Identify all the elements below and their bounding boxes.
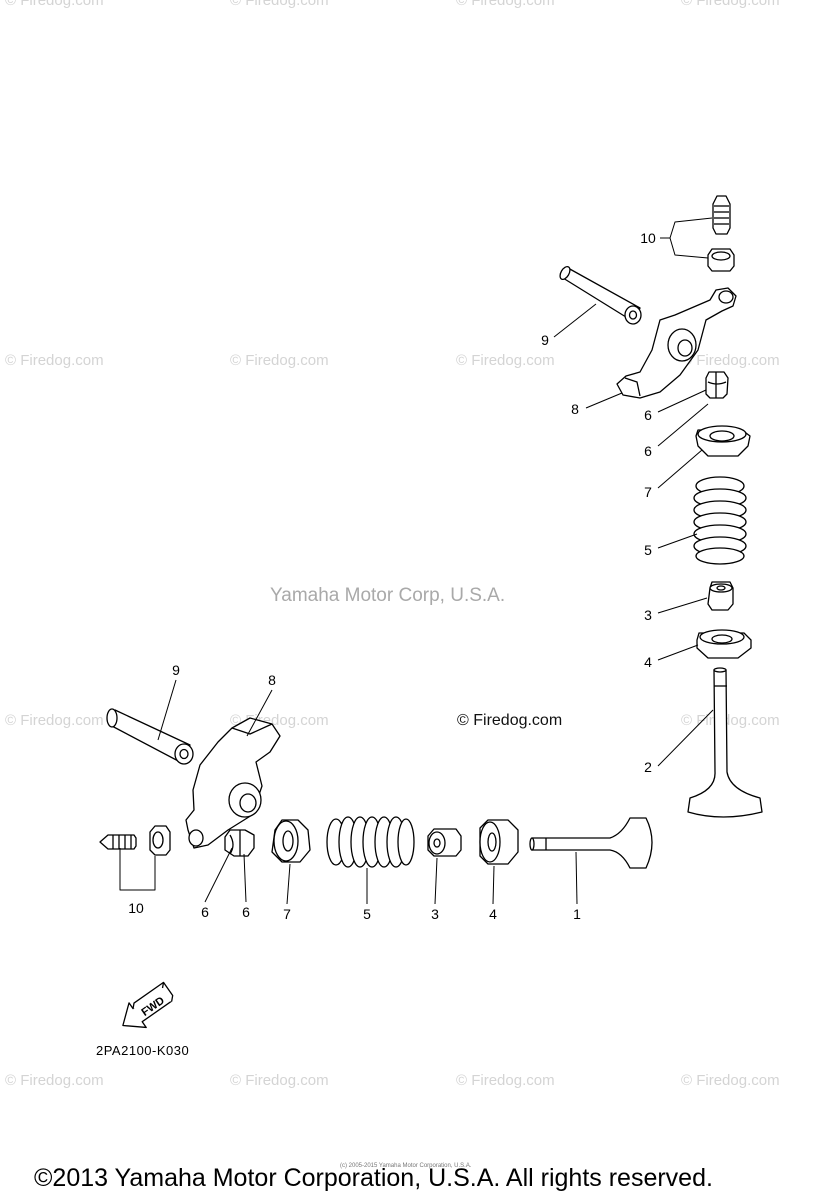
valve-lower — [529, 817, 653, 869]
callout-9: 9 — [172, 662, 180, 678]
callout-8: 8 — [268, 672, 276, 688]
watermark: © Firedog.com — [681, 352, 780, 369]
callout-9: 9 — [541, 332, 549, 348]
copyright-footer: ©2013 Yamaha Motor Corporation, U.S.A. A… — [34, 1164, 713, 1192]
spring-retainer-lower — [271, 819, 311, 863]
watermark: © Firedog.com — [5, 0, 104, 9]
callout-6: 6 — [201, 904, 209, 920]
diagram-code: 2PA2100-K030 — [96, 1043, 190, 1058]
spring-seat-lower — [479, 819, 519, 865]
watermark: © Firedog.com — [456, 1072, 555, 1089]
firedog-watermark-dark: © Firedog.com — [457, 712, 563, 729]
callout-5: 5 — [644, 542, 652, 558]
adjusting-screw-upper — [712, 195, 731, 235]
valve-collet-lower — [224, 829, 255, 857]
callout-7: 7 — [283, 906, 291, 922]
callout-8: 8 — [571, 401, 579, 417]
locknut-lower — [149, 825, 171, 856]
valve-stem-seal-lower — [427, 828, 462, 857]
callout-5: 5 — [363, 906, 371, 922]
watermark: © Firedog.com — [230, 1072, 329, 1089]
callout-2: 2 — [644, 759, 652, 775]
rocker-arm-lower — [185, 717, 281, 849]
leader-lines — [119, 217, 714, 905]
watermark: © Firedog.com — [230, 352, 329, 369]
callout-10: 10 — [640, 230, 656, 246]
rocker-shaft-lower — [106, 708, 194, 765]
rocker-arm-upper — [616, 287, 737, 399]
watermark: © Firedog.com — [681, 1072, 780, 1089]
callout-4: 4 — [644, 654, 652, 670]
watermark: © Firedog.com — [456, 0, 555, 9]
callout-6: 6 — [644, 407, 652, 423]
spring-retainer-upper — [695, 425, 751, 457]
small-copyright: (c) 2005-2015 Yamaha Motor Corporation, … — [340, 1163, 472, 1169]
valve-stem-seal-upper — [707, 581, 734, 611]
callout-3: 3 — [644, 607, 652, 623]
watermark: © Firedog.com — [681, 712, 780, 729]
callout-1: 1 — [573, 906, 581, 922]
spring-seat-upper — [696, 629, 752, 659]
watermark: © Firedog.com — [230, 0, 329, 9]
locknut-upper — [707, 248, 735, 272]
watermark: © Firedog.com — [5, 1072, 104, 1089]
adjusting-screw-lower — [99, 834, 137, 850]
watermark: © Firedog.com — [5, 352, 104, 369]
fwd-arrow-icon: FWD — [122, 981, 174, 1029]
rocker-shaft-upper — [559, 265, 642, 325]
callout-4: 4 — [489, 906, 497, 922]
center-watermark: Yamaha Motor Corp, U.S.A. — [270, 585, 506, 606]
watermark: © Firedog.com — [456, 352, 555, 369]
callout-3: 3 — [431, 906, 439, 922]
valve-upper — [687, 667, 763, 818]
callout-7: 7 — [644, 484, 652, 500]
watermark: © Firedog.com — [5, 712, 104, 729]
valve-collet-upper — [705, 371, 729, 399]
valve-spring-upper — [693, 476, 747, 565]
watermark: © Firedog.com — [681, 0, 780, 9]
callout-6: 6 — [242, 904, 250, 920]
callout-10: 10 — [128, 900, 144, 916]
callout-6: 6 — [644, 443, 652, 459]
valve-spring-lower — [326, 816, 415, 868]
